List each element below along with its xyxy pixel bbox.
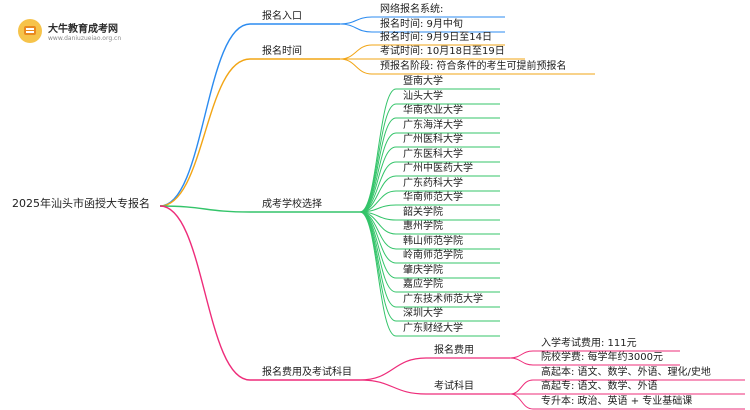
site-logo: 大牛教育成考网 www.daniuzueiao.org.cn — [10, 16, 130, 48]
leaf-tuition-fee: 院校学费: 每学年约3000元 — [541, 352, 663, 363]
branch-signup-time: 报名时间 — [262, 46, 302, 57]
school-item: 暨南大学 — [403, 76, 443, 87]
branch-connector — [159, 205, 251, 381]
school-connector — [359, 211, 397, 337]
school-item: 广东药科大学 — [403, 178, 463, 189]
leaf-exam-dates: 考试时间: 10月18日至19日 — [380, 46, 505, 57]
branch-connector — [159, 205, 251, 213]
leaf-entry-time: 报名时间: 9月中旬 — [380, 19, 463, 30]
branch-fees-subjects: 报名费用及考试科目 — [262, 367, 352, 378]
school-connector — [359, 117, 397, 213]
school-connector — [359, 211, 397, 293]
school-item: 广州中医药大学 — [403, 163, 473, 174]
school-item: 广州医科大学 — [403, 134, 463, 145]
school-item: 韶关学院 — [403, 207, 443, 218]
leaf-signup-dates: 报名时间: 9月9日至14日 — [380, 32, 492, 43]
leaf-connector — [509, 379, 534, 395]
school-item: 广东医科大学 — [403, 149, 463, 160]
branch-connector — [159, 23, 251, 207]
school-connector — [359, 103, 397, 213]
root-topic: 2025年汕头市函授大专报名 — [12, 197, 150, 210]
logo-name: 大牛教育成考网 — [48, 24, 118, 35]
school-connector — [359, 211, 397, 308]
leaf-exam-fee: 入学考试费用: 111元 — [541, 338, 637, 349]
school-item: 深圳大学 — [403, 308, 443, 319]
school-connector — [359, 132, 397, 213]
leaf-connector — [509, 357, 534, 366]
leaf-connector — [339, 16, 373, 25]
school-item: 广东海洋大学 — [403, 120, 463, 131]
sub-branch-connector — [359, 357, 427, 381]
school-item: 华南农业大学 — [403, 105, 463, 116]
branch-signup-entry: 报名入口 — [262, 11, 302, 22]
branch-connector — [159, 58, 251, 207]
leaf-connector — [509, 350, 534, 359]
school-item: 肇庆学院 — [403, 265, 443, 276]
leaf-connector — [339, 23, 373, 33]
school-item: 广东技术师范大学 — [403, 294, 483, 305]
logo-url: www.daniuzueiao.org.cn — [48, 35, 122, 42]
school-item: 嘉应学院 — [403, 279, 443, 290]
school-item: 汕头大学 — [403, 91, 443, 102]
branch-school-choice: 成考学校选择 — [262, 199, 322, 210]
leaf-subjects-hs-to-associate: 高起专: 语文、数学、外语 — [541, 381, 658, 392]
school-connector — [359, 175, 397, 213]
leaf-connector — [509, 393, 534, 410]
school-item: 华南师范大学 — [403, 192, 463, 203]
leaf-connector — [339, 44, 373, 60]
leaf-subjects-hs-to-bachelor: 高起本: 语文、数学、外语、理化/史地 — [541, 367, 711, 378]
school-connector — [359, 88, 397, 213]
school-item: 广东财经大学 — [403, 323, 463, 334]
school-item: 岭南师范学院 — [403, 250, 463, 261]
school-connector — [359, 211, 397, 322]
sub-branch-connector — [359, 379, 427, 395]
school-connector — [359, 146, 397, 213]
sub-branch-subjects: 考试科目 — [434, 381, 474, 392]
school-item: 韩山师范学院 — [403, 236, 463, 247]
leaf-entry-system: 网络报名系统: — [380, 4, 444, 15]
leaf-connector — [339, 58, 373, 75]
book-logo-icon — [18, 19, 42, 43]
school-connector — [359, 161, 397, 213]
leaf-pre-registration: 预报名阶段: 符合条件的考生可提前预报名 — [380, 61, 567, 72]
sub-branch-fees: 报名费用 — [434, 345, 474, 356]
school-item: 惠州学院 — [403, 221, 443, 232]
leaf-subjects-associate-to-bachelor: 专升本: 政治、英语 + 专业基础课 — [541, 396, 693, 407]
